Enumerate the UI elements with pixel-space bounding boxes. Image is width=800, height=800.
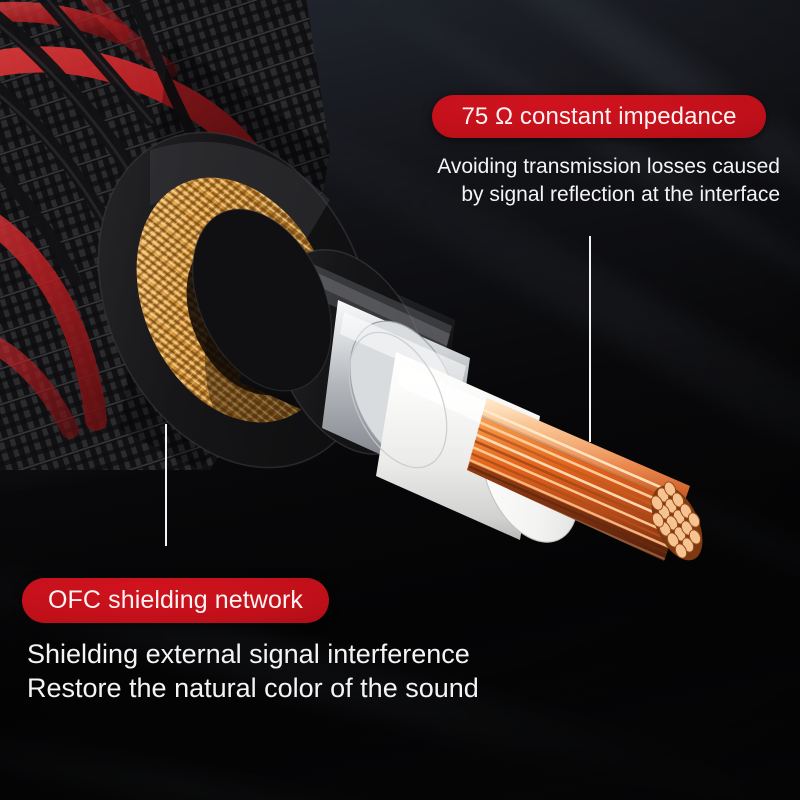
callout-badge-impedance: 75 Ω constant impedance (432, 95, 766, 138)
callout-description-impedance: Avoiding transmission losses caused by s… (437, 153, 780, 209)
leader-line-icon-ofc (165, 424, 167, 546)
conductor-end-face (650, 481, 703, 561)
leader-line-icon-impedance (589, 236, 591, 442)
callout-description-ofc-line-2: Restore the natural color of the sound (27, 673, 479, 704)
callout-description-impedance-line-2: by signal reflection at the interface (461, 183, 780, 207)
callout-description-ofc-line-1: Shielding external signal interference (27, 639, 470, 669)
callout-description-impedance-line-1: Avoiding transmission losses caused (437, 155, 780, 178)
callout-description-ofc-shielding: Shielding external signal interference R… (27, 637, 479, 706)
callout-badge-ofc-shielding: OFC shielding network (22, 578, 329, 623)
